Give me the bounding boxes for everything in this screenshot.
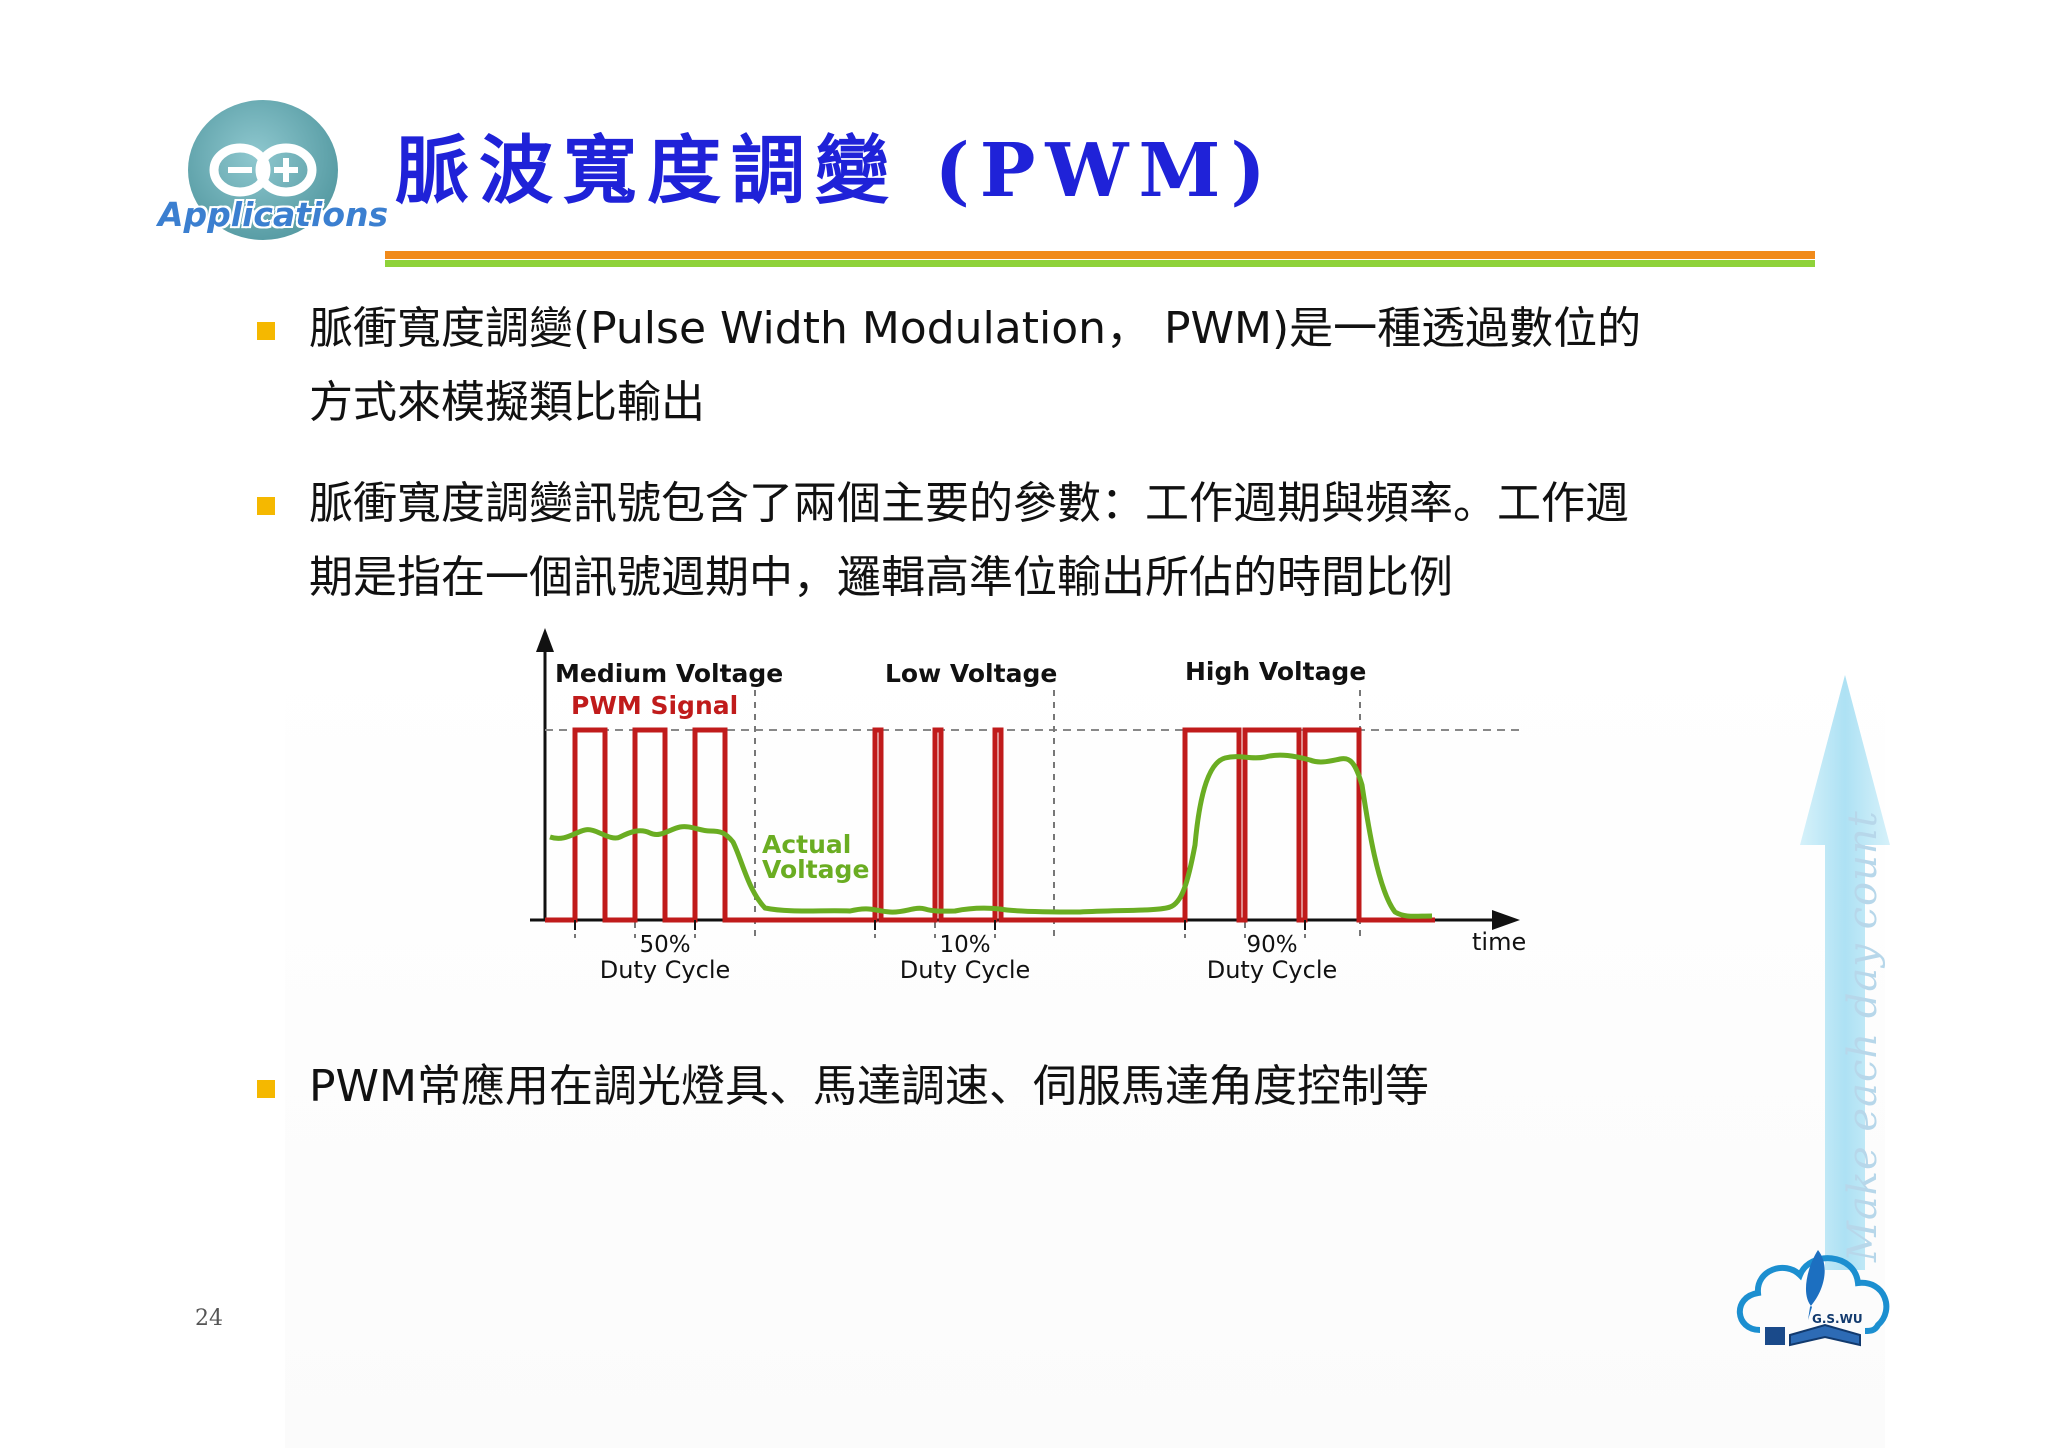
pwm-signal-label: PWM Signal xyxy=(571,691,738,720)
duty-caption-label: Duty Cycle xyxy=(900,956,1031,984)
duty-value-label: 10% xyxy=(939,932,990,958)
corner-book-logo: G.S.WU xyxy=(1730,1235,1900,1359)
bullet-item: 脈衝寬度調變訊號包含了兩個主要的參數：工作週期與頻率。工作週 期是指在一個訊號週… xyxy=(257,467,1809,615)
bullet-item: 脈衝寬度調變(Pulse Width Modulation， PWM)是一種透過… xyxy=(257,292,1809,440)
bullet-marker-icon xyxy=(257,322,275,340)
logo-text: Applications xyxy=(158,195,389,234)
bullet-text-line: 脈衝寬度調變(Pulse Width Modulation， PWM)是一種透過… xyxy=(309,303,1642,354)
corner-logo-text: G.S.WU xyxy=(1812,1312,1863,1326)
bullet-text-line: PWM常應用在調光燈具、馬達調速、伺服馬達角度控制等 xyxy=(309,1061,1429,1112)
upward-arrow-decoration xyxy=(1795,670,1895,1274)
x-axis-arrow-icon xyxy=(1492,910,1520,930)
pwm-signal-line xyxy=(545,727,1435,923)
page-title: 脈波寬度調變 (PWM) xyxy=(395,128,1276,214)
bullet-marker-icon xyxy=(257,497,275,515)
bullet-item: PWM常應用在調光燈具、馬達調速、伺服馬達角度控制等 xyxy=(257,1050,1809,1124)
section-label: Medium Voltage xyxy=(555,659,783,688)
title-rule-orange xyxy=(385,251,1815,259)
duty-caption-label: Duty Cycle xyxy=(1207,956,1338,984)
cloud-book-icon: G.S.WU xyxy=(1736,1250,1890,1347)
section-label: High Voltage xyxy=(1185,657,1366,686)
bullet-text-line: 期是指在一個訊號週期中，邏輯高準位輸出所佔的時間比例 xyxy=(309,552,1453,603)
title-rule-green xyxy=(385,260,1815,267)
pwm-diagram-svg: Medium Voltage PWM Signal Low Voltage Hi… xyxy=(530,628,1526,984)
actual-voltage-label: Actual xyxy=(762,830,851,859)
bullet-text-line: 脈衝寬度調變訊號包含了兩個主要的參數：工作週期與頻率。工作週 xyxy=(309,478,1629,529)
y-axis-arrow-icon xyxy=(536,628,554,652)
bullet-marker-icon xyxy=(257,1080,275,1098)
section-label: Low Voltage xyxy=(885,659,1057,688)
page-number: 24 xyxy=(195,1306,223,1331)
bullet-text-line: 方式來模擬類比輸出 xyxy=(309,377,705,428)
pwm-diagram: Medium Voltage PWM Signal Low Voltage Hi… xyxy=(520,620,1540,1004)
actual-voltage-label: Voltage xyxy=(762,855,869,884)
duty-caption-label: Duty Cycle xyxy=(600,956,731,984)
slide-background xyxy=(285,640,1885,1448)
logo-circle xyxy=(188,100,338,240)
duty-value-label: 50% xyxy=(639,932,690,958)
infinity-icon xyxy=(209,143,317,197)
time-axis-label: time xyxy=(1472,928,1526,956)
applications-logo: Applications xyxy=(158,100,389,250)
actual-voltage-line xyxy=(549,752,1433,919)
up-arrow-icon xyxy=(1800,675,1890,1270)
duty-value-label: 90% xyxy=(1246,932,1297,958)
side-motto-text: Make each day count xyxy=(1840,810,1886,1262)
